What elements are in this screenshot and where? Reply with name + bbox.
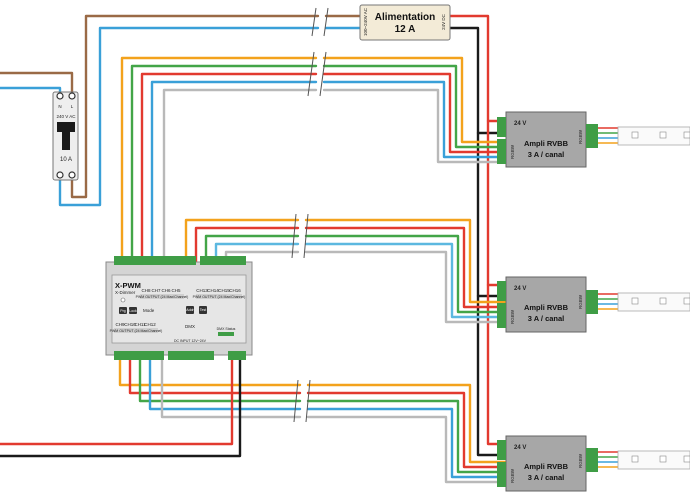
svg-text:CH10: CH10 [124, 322, 136, 327]
break-marks [291, 7, 329, 423]
svg-text:CH13: CH13 [196, 288, 208, 293]
svg-text:CH15: CH15 [218, 288, 230, 293]
power-supply-title: Alimentation [375, 12, 436, 23]
amp-1-rating: 3 A / canal [528, 150, 565, 159]
svg-text:CH11: CH11 [134, 322, 146, 327]
led-icon [659, 455, 667, 463]
power-supply: Alimentation 12 A 100~240V AC 24V DC [359, 4, 451, 41]
circuit-breaker: N L 240 V AC 10 A [52, 91, 79, 181]
controller-power-wires [0, 353, 242, 458]
amp-2-voltage: 24 V [514, 286, 526, 292]
svg-text:RGBW: RGBW [510, 309, 515, 324]
svg-text:CH16: CH16 [229, 288, 241, 293]
amp-3-name: Ampli RVBB [524, 462, 569, 471]
controller-top-channels-1: CH8 CH7 CH6 CH5 [141, 288, 180, 293]
amp-output-wires [597, 127, 619, 468]
led-icon [631, 131, 639, 139]
led-strip-2 [617, 292, 690, 312]
controller-group-1: PWM OUTPUT (24 Max/Channel) [136, 295, 189, 299]
svg-text:RGBW: RGBW [578, 453, 583, 468]
svg-text:CH12: CH12 [144, 322, 156, 327]
amp-3-voltage: 24 V [514, 445, 526, 451]
dmx-label: DMX [185, 324, 195, 329]
led-icon [683, 455, 690, 463]
led-icon [659, 297, 667, 305]
svg-text:CH6: CH6 [161, 288, 170, 293]
breaker-l-label: L [71, 104, 74, 109]
svg-text:CH5: CH5 [171, 288, 180, 293]
breaker-rating: 10 A [60, 157, 72, 163]
amplifier-2: 24 V Ampli RVBB 3 A / canal RGBW RGBW [497, 276, 598, 333]
breaker-voltage: 240 V AC [56, 114, 76, 119]
amp-3-rating: 3 A / canal [528, 473, 565, 482]
controller-bottom-channels: CH9 CH10 CH11 CH12 [115, 322, 156, 327]
dmx-status-label: DMX Status [217, 327, 236, 331]
led-strip-3 [617, 450, 690, 470]
prg-button[interactable] [119, 307, 127, 314]
led-icon [683, 131, 690, 139]
test-button[interactable] [199, 306, 207, 314]
controller-top-channels-2: CH13 CH14 CH15 CH16 [196, 288, 241, 293]
signal-bus-3 [118, 353, 508, 484]
led-strip-1 [617, 126, 690, 146]
svg-text:RGBW: RGBW [510, 144, 515, 159]
signal-bus-1 [120, 56, 508, 264]
svg-text:RGBW: RGBW [578, 129, 583, 144]
led-icon [631, 455, 639, 463]
amplifier-1: 24 V Ampli RVBB 3 A / canal RGBW RGBW [497, 111, 598, 168]
amp-2-name: Ampli RVBB [524, 303, 569, 312]
amp-1-name: Ampli RVBB [524, 139, 569, 148]
breaker-toggle[interactable] [57, 122, 75, 150]
power-supply-rating: 12 A [395, 24, 416, 35]
led-icon [659, 131, 667, 139]
power-supply-output: 24V DC [441, 13, 446, 30]
svg-text:CH14: CH14 [207, 288, 219, 293]
amp-1-voltage: 24 V [514, 121, 526, 127]
status-led-icon [120, 297, 126, 303]
x-pwm-controller: X-PWM X-Dimmer CH8 CH7 CH6 CH5 PWM OUTPU… [105, 256, 253, 360]
svg-text:Prg: Prg [120, 309, 126, 313]
power-supply-input: 100~240V AC [363, 7, 368, 36]
breaker-n-label: N [58, 104, 61, 109]
svg-text:Addr: Addr [186, 308, 194, 312]
svg-text:RGBW: RGBW [578, 294, 583, 309]
svg-text:CH7: CH7 [151, 288, 160, 293]
signal-bus-2 [184, 218, 508, 324]
svg-text:CH9: CH9 [115, 322, 124, 327]
svg-text:CH8: CH8 [141, 288, 150, 293]
mains-wires [0, 14, 364, 207]
terminal-label: DC INPUT 12V~24V [174, 339, 207, 343]
led-icon [683, 297, 690, 305]
controller-mode-label: Mode [143, 308, 155, 313]
controller-brand: X-PWM [115, 281, 141, 290]
lock-button[interactable] [129, 307, 137, 314]
controller-group-3: PWM OUTPUT (24 Max/Channel) [110, 329, 163, 333]
amp-2-rating: 3 A / canal [528, 314, 565, 323]
svg-text:RGBW: RGBW [510, 468, 515, 483]
addr-button[interactable] [186, 306, 194, 314]
controller-group-2: PWM OUTPUT (24 Max/Channel) [193, 295, 246, 299]
amplifier-3: 24 V Ampli RVBB 3 A / canal RGBW RGBW [497, 435, 598, 492]
svg-text:Test: Test [200, 308, 206, 312]
controller-brand-sub: X-Dimmer [115, 290, 136, 295]
led-icon [631, 297, 639, 305]
svg-text:Lock: Lock [129, 309, 137, 313]
